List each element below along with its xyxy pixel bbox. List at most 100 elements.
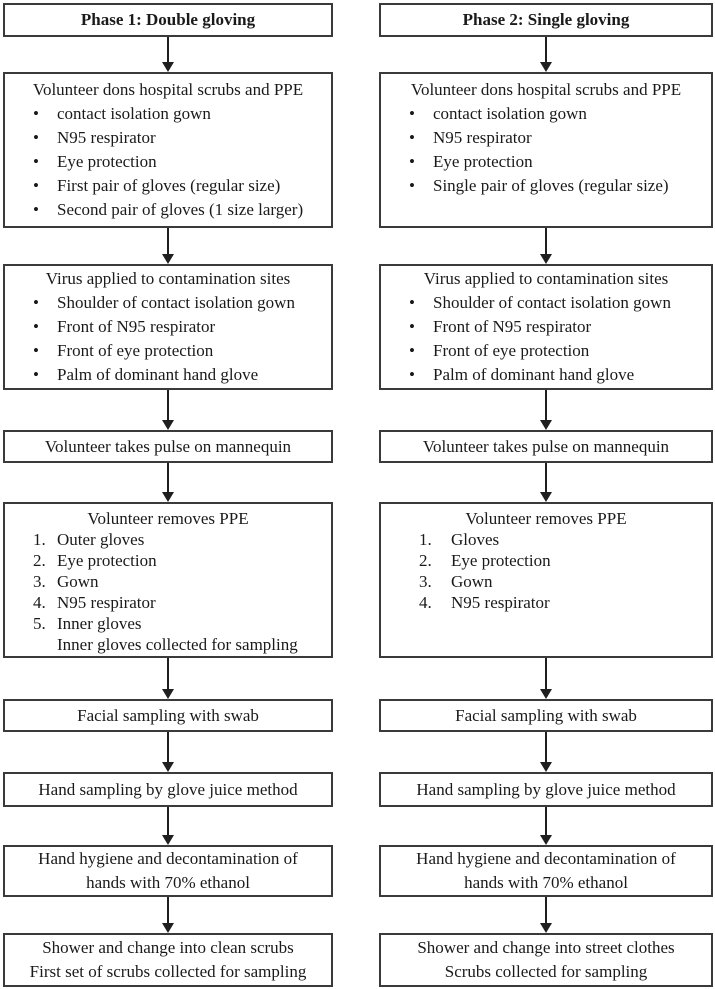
list-item-text: Inner gloves	[57, 614, 142, 633]
arrow-head-icon	[540, 420, 552, 430]
step-title: Virus applied to contamination sites	[423, 269, 669, 288]
list-item: Front of eye protection	[409, 339, 711, 363]
flow-arrow	[3, 390, 333, 430]
numbered-list: Gloves Eye protection Gown N95 respirato…	[381, 529, 711, 613]
flow-arrow	[3, 228, 333, 264]
list-item-text: contact isolation gown	[433, 104, 587, 123]
list-item: Inner gloves	[33, 613, 331, 634]
flow-arrow	[379, 658, 713, 699]
arrow-stem	[545, 390, 547, 420]
arrow-stem	[167, 463, 169, 492]
step-text: Volunteer takes pulse on mannequin	[44, 436, 292, 456]
list-item: Gown	[33, 571, 331, 592]
step-virus-applied-box: Virus applied to contamination sites Sho…	[3, 264, 333, 390]
phase-1-column: Phase 1: Double gloving Volunteer dons h…	[3, 3, 333, 987]
bullet-list: contact isolation gown N95 respirator Ey…	[381, 102, 711, 198]
list-item-text: Single pair of gloves (regular size)	[433, 176, 669, 195]
arrow-head-icon	[162, 492, 174, 502]
arrow-stem	[545, 807, 547, 835]
flow-arrow	[3, 463, 333, 502]
arrow-stem	[167, 807, 169, 835]
arrow-stem	[167, 228, 169, 254]
flow-arrow	[379, 732, 713, 772]
step-text-line1: Shower and change into street clothes	[417, 938, 675, 957]
list-item: N95 respirator	[33, 126, 331, 150]
step-text: Facial sampling with swab	[455, 705, 637, 725]
arrow-head-icon	[540, 62, 552, 72]
step-hand-sampling-box: Hand sampling by glove juice method	[3, 772, 333, 807]
arrow-head-icon	[540, 492, 552, 502]
list-item-text: N95 respirator	[451, 593, 550, 612]
flow-arrow	[3, 732, 333, 772]
list-item: Gloves	[419, 529, 711, 550]
flow-arrow	[379, 807, 713, 845]
step-text-line2: hands with 70% ethanol	[464, 873, 628, 892]
step-hand-hygiene-box: Hand hygiene and decontamination of hand…	[3, 845, 333, 897]
step-text-line1: Hand hygiene and decontamination of	[38, 849, 298, 868]
list-item: First pair of gloves (regular size)	[33, 174, 331, 198]
list-item: Outer gloves	[33, 529, 331, 550]
step-text: Hand sampling by glove juice method	[38, 779, 298, 799]
arrow-head-icon	[162, 254, 174, 264]
step-text-line2: hands with 70% ethanol	[86, 873, 250, 892]
arrow-head-icon	[162, 420, 174, 430]
bullet-list: Shoulder of contact isolation gown Front…	[5, 291, 331, 387]
arrow-stem	[545, 228, 547, 254]
step-hand-hygiene-box: Hand hygiene and decontamination of hand…	[379, 845, 713, 897]
list-item: Shoulder of contact isolation gown	[33, 291, 331, 315]
list-item-text: N95 respirator	[57, 128, 156, 147]
list-item: contact isolation gown	[33, 102, 331, 126]
arrow-stem	[545, 732, 547, 762]
list-item: Eye protection	[33, 150, 331, 174]
flow-arrow	[3, 897, 333, 933]
step-title: Volunteer dons hospital scrubs and PPE	[410, 80, 682, 99]
step-don-ppe-box: Volunteer dons hospital scrubs and PPE c…	[379, 72, 713, 228]
list-item-text: contact isolation gown	[57, 104, 211, 123]
list-item: Palm of dominant hand glove	[409, 363, 711, 387]
arrow-head-icon	[540, 689, 552, 699]
arrow-head-icon	[540, 835, 552, 845]
flow-arrow	[3, 37, 333, 72]
step-text-line2: First set of scrubs collected for sampli…	[29, 962, 307, 981]
arrow-stem	[167, 37, 169, 62]
list-item-text: Shoulder of contact isolation gown	[433, 293, 671, 312]
list-item-text: Eye protection	[57, 551, 157, 570]
list-item-text: Palm of dominant hand glove	[57, 365, 259, 384]
arrow-stem	[167, 732, 169, 762]
step-text-line1: Hand hygiene and decontamination of	[416, 849, 676, 868]
list-item-text: Second pair of gloves (1 size larger)	[57, 200, 304, 219]
list-item: Second pair of gloves (1 size larger)	[33, 198, 331, 222]
step-title: Virus applied to contamination sites	[45, 269, 291, 288]
flow-arrow	[379, 228, 713, 264]
step-facial-sampling-box: Facial sampling with swab	[3, 699, 333, 732]
arrow-stem	[545, 463, 547, 492]
step-facial-sampling-box: Facial sampling with swab	[379, 699, 713, 732]
list-item-text: Eye protection	[433, 152, 533, 171]
arrow-head-icon	[540, 762, 552, 772]
list-item: N95 respirator	[409, 126, 711, 150]
list-item: Gown	[419, 571, 711, 592]
list-item: contact isolation gown	[409, 102, 711, 126]
bullet-list: Shoulder of contact isolation gown Front…	[381, 291, 711, 387]
step-don-ppe-box: Volunteer dons hospital scrubs and PPE c…	[3, 72, 333, 228]
flow-arrow	[3, 807, 333, 845]
step-text: Hand sampling by glove juice method	[416, 779, 676, 799]
list-item: Single pair of gloves (regular size)	[409, 174, 711, 198]
arrow-head-icon	[162, 689, 174, 699]
arrow-stem	[167, 390, 169, 420]
phase-2-column: Phase 2: Single gloving Volunteer dons h…	[379, 3, 713, 987]
step-title: Volunteer dons hospital scrubs and PPE	[32, 80, 304, 99]
arrow-head-icon	[162, 923, 174, 933]
flow-arrow	[379, 897, 713, 933]
arrow-stem	[545, 37, 547, 62]
arrow-head-icon	[540, 254, 552, 264]
list-item-text: N95 respirator	[57, 593, 156, 612]
flow-arrow	[379, 463, 713, 502]
step-text-line1: Shower and change into clean scrubs	[42, 938, 294, 957]
list-note: Inner gloves collected for sampling	[57, 635, 298, 654]
list-item: Front of eye protection	[33, 339, 331, 363]
list-item-text: Shoulder of contact isolation gown	[57, 293, 295, 312]
arrow-head-icon	[540, 923, 552, 933]
list-item-text: N95 respirator	[433, 128, 532, 147]
